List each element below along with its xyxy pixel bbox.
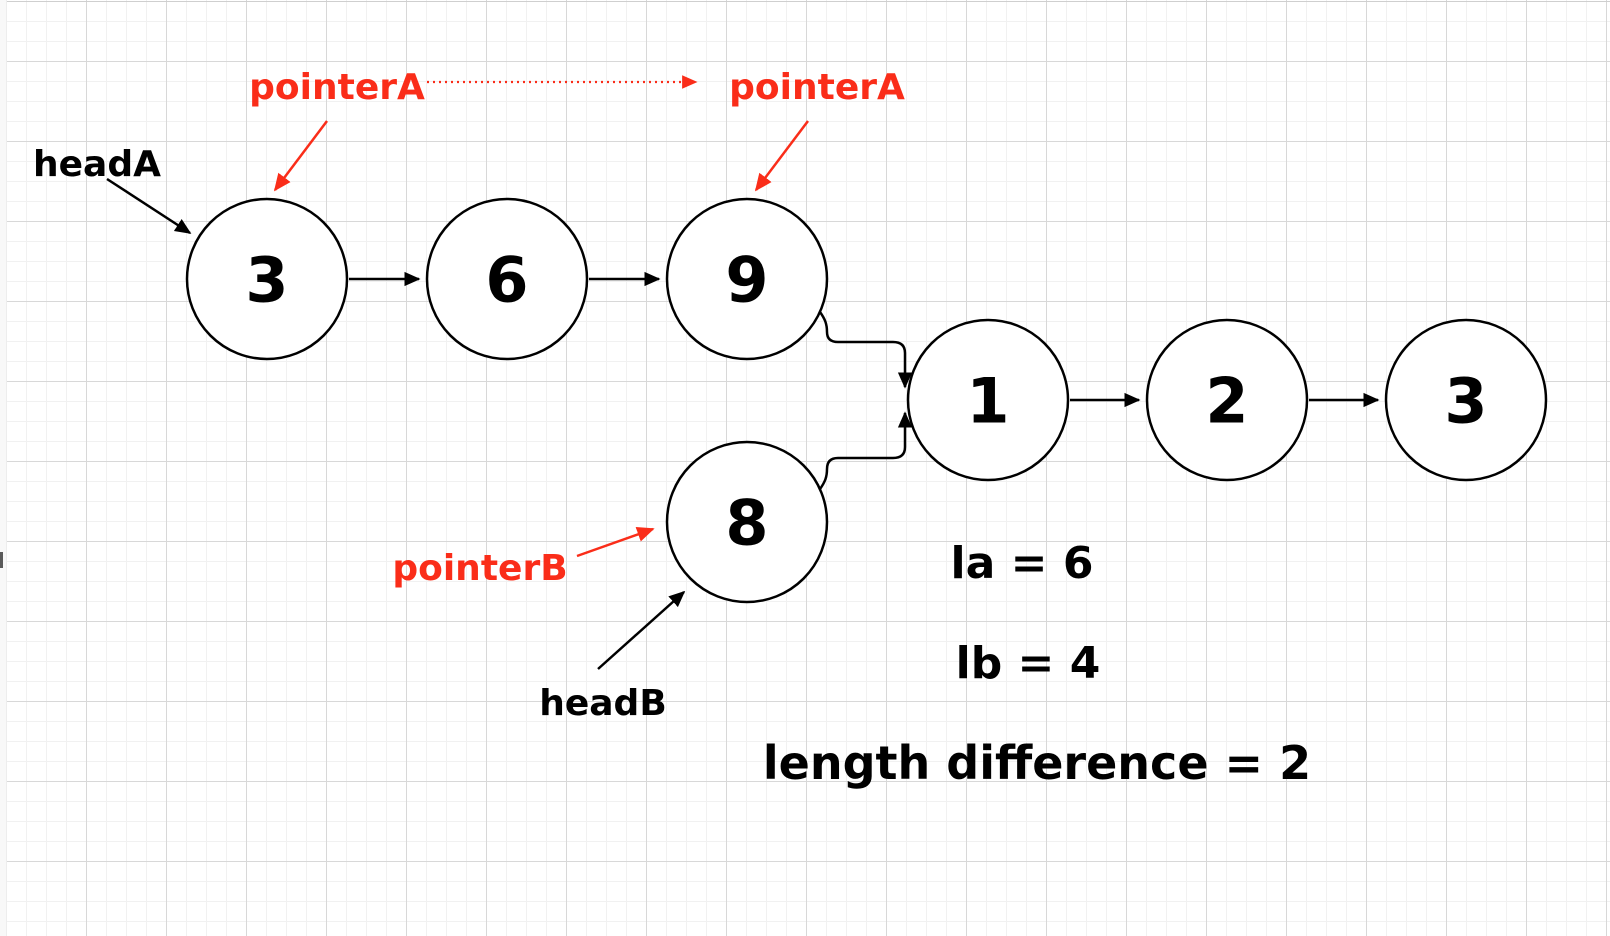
- canvas-left-margin: [0, 0, 7, 936]
- pointerA-left-arrow: [273, 120, 328, 192]
- merge-connector-from-9-arrow: [818, 311, 913, 389]
- pointerB-arrow: [576, 527, 655, 558]
- pointerA-right-label: pointerA: [729, 67, 905, 108]
- node-circle: [1145, 318, 1309, 482]
- node-value: 3: [1444, 364, 1487, 437]
- canvas-top-edge-line: [0, 1, 1610, 2]
- node-value: 2: [1205, 364, 1248, 437]
- shared-node-3: 3: [1384, 318, 1548, 482]
- pointerA-right-arrow: [754, 120, 809, 192]
- node-circle: [665, 197, 829, 361]
- left-edge-handle: [0, 552, 3, 568]
- pointerA-left-label: pointerA: [249, 67, 425, 108]
- listB-node-8: 8: [665, 440, 829, 604]
- node-value: 6: [485, 243, 528, 316]
- headB-label: headB: [539, 683, 667, 724]
- headA-label: headA: [33, 144, 161, 185]
- node-circle: [425, 197, 589, 361]
- node-circle: [1384, 318, 1548, 482]
- shared-node-1: 1: [906, 318, 1070, 482]
- node-circle: [185, 197, 349, 361]
- listA-node-9: 9: [665, 197, 829, 361]
- node-value: 9: [725, 243, 768, 316]
- headB-arrow: [597, 590, 686, 670]
- node-value: 8: [725, 486, 768, 559]
- headA-arrow: [106, 177, 192, 235]
- node-value: 1: [966, 364, 1009, 437]
- pointerB-label: pointerB: [392, 548, 567, 589]
- length-difference-annotation: length difference = 2: [763, 736, 1311, 790]
- merge-connector-from-8-arrow: [818, 411, 913, 490]
- length-b-annotation: lb = 4: [956, 638, 1101, 689]
- length-a-annotation: la = 6: [951, 538, 1094, 589]
- listA-node-3: 3: [185, 197, 349, 361]
- node-circle: [665, 440, 829, 604]
- listA-node-6: 6: [425, 197, 589, 361]
- shared-node-2: 2: [1145, 318, 1309, 482]
- node-value: 3: [245, 243, 288, 316]
- node-circle: [906, 318, 1070, 482]
